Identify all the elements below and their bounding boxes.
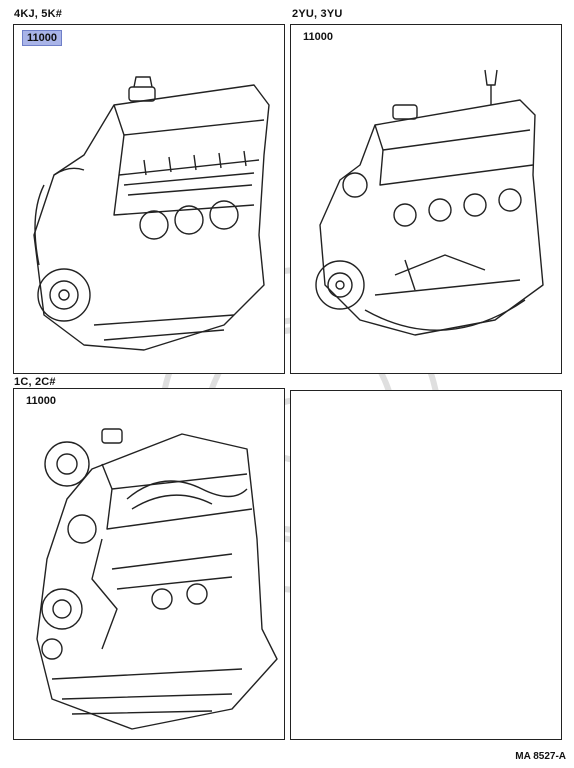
figure-code: MA 8527-A xyxy=(515,751,566,762)
engine-assembly-icon xyxy=(315,69,544,336)
panel-caption-1: 4KJ, 5K# xyxy=(14,8,63,20)
part-number-label[interactable]: 11000 xyxy=(26,395,56,407)
panel-4kj-5k: 11000 xyxy=(13,24,285,374)
panel-empty xyxy=(290,390,562,740)
part-number-label[interactable]: 11000 xyxy=(303,31,333,43)
part-number-label[interactable]: 11000 xyxy=(22,30,62,46)
engine-assembly-icon xyxy=(33,76,270,351)
panel-2yu-3yu: 11000 xyxy=(290,24,562,374)
panel-caption-2: 2YU, 3YU xyxy=(292,8,343,20)
panel-1c-2c: 11000 xyxy=(13,388,285,740)
panel-caption-3: 1C, 2C# xyxy=(14,376,56,388)
engine-assembly-icon xyxy=(36,428,278,730)
